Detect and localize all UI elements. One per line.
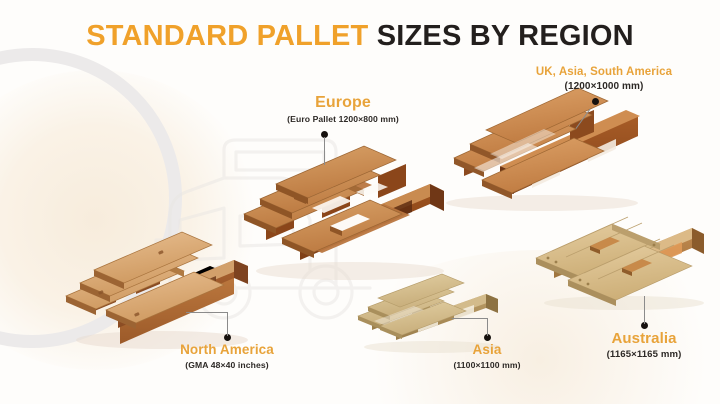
label-dims-uk-asia-south-america: (1200×1000 mm) (564, 81, 644, 93)
label-region-europe: Europe (315, 94, 371, 111)
pallet-australia (528, 208, 718, 312)
label-dims-australia: (1165×1165 mm) (606, 349, 682, 361)
label-australia: Australia (1165×1165 mm) (549, 330, 720, 360)
label-uk-asia-south-america: UK, Asia, South America (1200×1000 mm) (498, 66, 710, 92)
marker-dot-europe (321, 131, 328, 138)
marker-dot-australia (641, 322, 648, 329)
pallet-uk-asia-south-america (424, 87, 656, 214)
label-dims-europe: (Euro Pallet 1200×800 mm) (287, 114, 399, 125)
marker-dot-asia (484, 334, 491, 341)
leader-line-europe (324, 137, 326, 165)
label-region-australia: Australia (611, 330, 677, 347)
leader-line-australia (644, 296, 646, 324)
marker-dot-north-america (224, 334, 231, 341)
page-title: STANDARD PALLET SIZES BY REGION (0, 20, 720, 53)
leader-line-north-america-vertical (227, 312, 229, 336)
label-region-north-america: North America (180, 342, 274, 357)
title-rest: SIZES BY REGION (368, 20, 634, 52)
title-highlight: STANDARD PALLET (86, 20, 369, 52)
leader-line-north-america-horizontal (186, 312, 228, 314)
marker-dot-uk-asia-south-america (592, 98, 599, 105)
pallet-asia (352, 273, 510, 354)
label-asia: Asia (1100×1100 mm) (392, 342, 582, 370)
pallet-europe (238, 145, 456, 282)
label-region-uk-asia-south-america: UK, Asia, South America (535, 66, 673, 78)
leader-line-asia-vertical (487, 318, 489, 336)
label-dims-asia: (1100×1100 mm) (453, 359, 521, 370)
label-europe: Europe (Euro Pallet 1200×800 mm) (238, 94, 448, 124)
leader-line-asia-horizontal (452, 318, 488, 320)
label-region-asia: Asia (472, 342, 502, 357)
label-north-america: North America (GMA 48×40 inches) (122, 342, 332, 370)
label-dims-north-america: (GMA 48×40 inches) (185, 359, 269, 370)
pallet-north-america (58, 231, 258, 350)
